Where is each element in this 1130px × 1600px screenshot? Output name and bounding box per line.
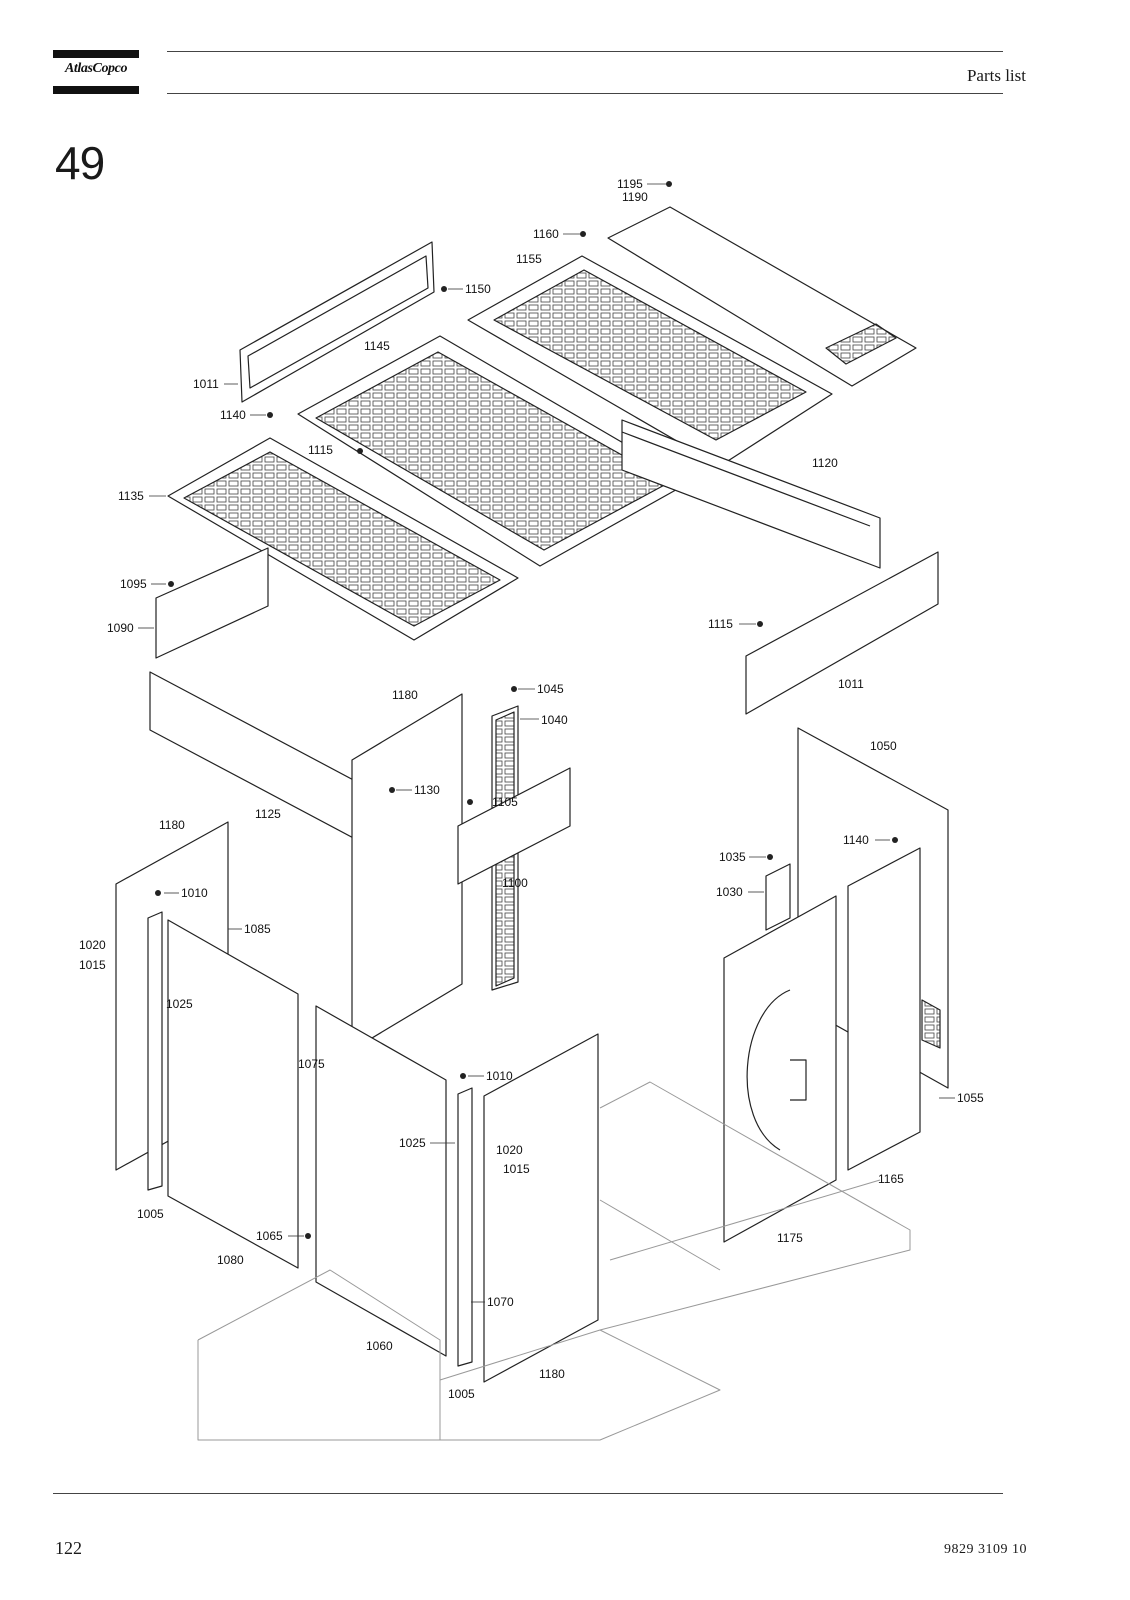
callout-label: 1045 (537, 682, 564, 696)
logo-top-bar (53, 50, 139, 58)
callout-label: 1020 (79, 938, 106, 952)
document-number: 9829 3109 10 (944, 1542, 1027, 1557)
callout-label: 1011 (838, 677, 864, 691)
callout-label: 1011 (193, 377, 219, 391)
callout-label: 1025 (399, 1136, 426, 1150)
callout-label: 1180 (539, 1367, 565, 1381)
callout-label: 1030 (716, 885, 743, 899)
atlas-copco-logo: AtlasCopco (53, 50, 139, 95)
callout-label: 1120 (812, 456, 838, 470)
callout-label: 1055 (957, 1091, 984, 1105)
callout-label: 1075 (298, 1057, 325, 1071)
callout-label: 1140 (220, 408, 246, 422)
footer-rule (53, 1493, 1003, 1494)
callout-label: 1175 (777, 1231, 803, 1245)
callout-label: 1145 (364, 339, 390, 353)
section-number: 49 (55, 137, 105, 189)
callout-label: 1070 (487, 1295, 514, 1309)
logo-bottom-bar (53, 86, 139, 94)
callout-label: 1015 (79, 958, 106, 972)
callout-label: 1005 (448, 1387, 475, 1401)
callout-label: 1080 (217, 1253, 244, 1267)
callout-label: 1085 (244, 922, 271, 936)
callout-label: 1035 (719, 850, 746, 864)
callout-label: 1010 (181, 886, 208, 900)
callout-label: 1015 (503, 1162, 530, 1176)
callout-label: 1165 (878, 1172, 904, 1186)
callout-label: 1150 (465, 282, 491, 296)
callout-label: 1140 (843, 833, 869, 847)
panel-1180-mid (351, 693, 463, 1051)
door-1060 (315, 1005, 447, 1357)
callout-label: 1125 (255, 807, 281, 821)
callout-label: 1050 (870, 739, 897, 753)
door-1180-front (483, 1033, 599, 1383)
callout-label: 1040 (541, 713, 568, 727)
callout-label: 1010 (486, 1069, 513, 1083)
callout-label: 1135 (118, 489, 144, 503)
door-1165 (847, 847, 921, 1171)
header-top-rule (167, 51, 1003, 52)
logo-wordmark: AtlasCopco (64, 61, 128, 76)
callout-label: 1100 (502, 876, 528, 890)
panel-1090 (155, 547, 269, 659)
callout-label: 1130 (414, 783, 440, 797)
callout-label: 1025 (166, 997, 193, 1011)
post-1005-right (457, 1087, 473, 1367)
callout-label: 1005 (137, 1207, 164, 1221)
callout-label: 1105 (492, 795, 518, 809)
post-1005-left (147, 911, 163, 1191)
strip-1030 (765, 863, 791, 931)
door-1175 (723, 895, 837, 1243)
callout-label: 1155 (516, 252, 542, 266)
panel-1011-right (745, 551, 939, 715)
callout-label: 1180 (392, 688, 418, 702)
callout-label: 1090 (107, 621, 134, 635)
callout-label: 1095 (120, 577, 147, 591)
page-number: 122 (55, 1538, 82, 1558)
door-1080 (167, 919, 299, 1269)
callout-label: 1065 (256, 1229, 283, 1243)
callout-label: 1020 (496, 1143, 523, 1157)
callout-label: 1160 (533, 227, 559, 241)
panel-1011-upper (239, 241, 435, 403)
callout-label: 1195 (617, 177, 643, 191)
panel-1105 (457, 767, 571, 885)
callout-label: 1115 (308, 443, 333, 457)
header-title: Parts list (966, 66, 1026, 85)
callout-label: 1190 (622, 190, 648, 204)
callout-label: 1180 (159, 818, 185, 832)
callout-label: 1115 (708, 617, 733, 631)
header-bottom-rule (167, 93, 1003, 94)
callout-label: 1060 (366, 1339, 393, 1353)
